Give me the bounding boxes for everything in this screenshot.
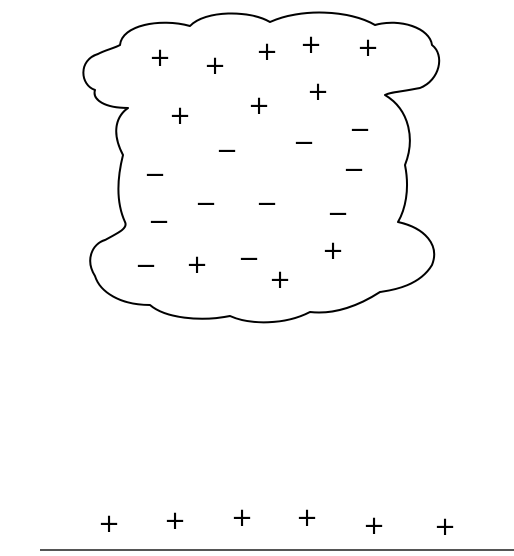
charge-symbol: −: [327, 199, 349, 229]
charge-symbol: +: [169, 101, 191, 131]
charge-symbol: −: [293, 128, 315, 158]
cloud-middle-negative-charges: − − − − − − − − −: [144, 115, 371, 237]
charge-symbol: −: [148, 207, 170, 237]
charge-symbol: −: [135, 251, 157, 281]
charge-symbol: +: [363, 511, 385, 541]
charge-symbol: +: [164, 506, 186, 536]
cloud-bottom-charges: − + − + +: [135, 236, 344, 295]
charge-symbol: +: [357, 33, 379, 63]
charge-symbol: +: [307, 77, 329, 107]
charge-symbol: −: [238, 244, 260, 274]
charge-symbol: +: [296, 503, 318, 533]
charge-symbol: +: [98, 509, 120, 539]
charge-symbol: −: [343, 155, 365, 185]
charge-symbol: +: [248, 91, 270, 121]
charge-symbol: +: [300, 30, 322, 60]
charge-symbol: −: [349, 115, 371, 145]
charge-symbol: +: [322, 236, 344, 266]
ground-positive-charges: + + + + + +: [98, 503, 456, 542]
charge-symbol: +: [204, 51, 226, 81]
cloud-top-positive-charges: + + + + + + + +: [149, 30, 379, 131]
charge-symbol: −: [256, 189, 278, 219]
charge-symbol: +: [434, 512, 456, 542]
charge-symbol: +: [256, 37, 278, 67]
charge-symbol: +: [269, 265, 291, 295]
charge-symbol: −: [216, 136, 238, 166]
charge-symbol: +: [149, 43, 171, 73]
charge-symbol: +: [186, 250, 208, 280]
charge-symbol: −: [195, 189, 217, 219]
charge-symbol: −: [144, 160, 166, 190]
charge-symbol: +: [231, 503, 253, 533]
